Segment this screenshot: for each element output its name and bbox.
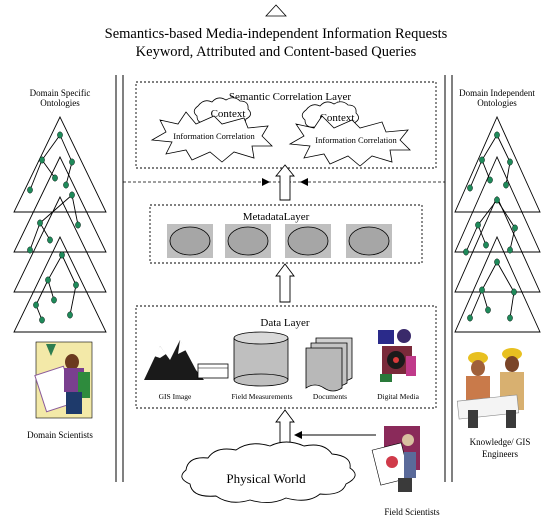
column-dividers xyxy=(115,75,453,482)
right-title-line-2: Ontologies xyxy=(477,98,517,108)
physical-world-cloud xyxy=(181,441,356,503)
right-link-arrowhead-icon xyxy=(300,178,308,186)
data-item-field-measurements: Field Measurements xyxy=(231,392,292,401)
left-title-line-1: Domain Specific xyxy=(30,88,91,98)
right-title-line-1: Domain Independent xyxy=(459,88,535,98)
correlation-burst-right xyxy=(288,115,411,167)
engineers-clipart xyxy=(456,348,524,428)
engineers-label-line-1: Knowledge/ GIS xyxy=(470,437,531,447)
layer-arrows xyxy=(275,164,295,457)
physical-world-label: Physical World xyxy=(226,471,306,486)
field-scientists-label: Field Scientists xyxy=(384,507,440,517)
context-label-right: Context xyxy=(320,112,355,124)
documents-icon xyxy=(305,337,353,392)
metadata-layer-box xyxy=(149,204,423,264)
engineers-label-line-2: Engineers xyxy=(482,449,518,459)
data-item-documents: Documents xyxy=(313,392,347,401)
data-layer-title: Data Layer xyxy=(260,317,309,329)
right-ontology-trees xyxy=(454,115,541,333)
left-tree-nodes xyxy=(27,131,81,324)
correlation-label-right: Information Correlation xyxy=(315,135,397,145)
context-label-left: Context xyxy=(211,108,246,120)
data-item-gis-image: GIS Image xyxy=(159,392,192,401)
arrow-data-to-metadata-icon xyxy=(275,263,295,303)
left-title-line-2: Ontologies xyxy=(40,98,80,108)
database-cylinder-icon xyxy=(233,331,289,387)
data-layer-box xyxy=(135,305,437,409)
correlation-label-left: Information Correlation xyxy=(173,131,255,141)
right-tree-nodes xyxy=(463,131,518,322)
left-ontology-trees xyxy=(13,115,107,333)
correlation-burst-left xyxy=(150,111,273,163)
field-scientists-arrowhead-icon xyxy=(294,431,302,439)
metadata-nodes xyxy=(167,224,392,258)
arrow-metadata-to-semantic-icon xyxy=(275,164,295,201)
gis-image-icon xyxy=(144,340,229,380)
semantic-layer-title: Semantic Correlation Layer xyxy=(229,91,352,103)
data-item-digital-media: Digital Media xyxy=(377,392,420,401)
domain-scientists-clipart xyxy=(34,341,93,419)
header-line-2: Keyword, Attributed and Content-based Qu… xyxy=(136,44,417,60)
field-scientists-clipart xyxy=(371,426,420,492)
header-line-1: Semantics-based Media-independent Inform… xyxy=(105,26,448,42)
digital-media-icon xyxy=(378,329,416,382)
left-link-arrowhead-icon xyxy=(262,178,270,186)
metadata-layer-title: MetadataLayer xyxy=(243,211,310,223)
domain-scientists-label: Domain Scientists xyxy=(27,430,93,440)
top-arrow-icon xyxy=(265,4,287,17)
